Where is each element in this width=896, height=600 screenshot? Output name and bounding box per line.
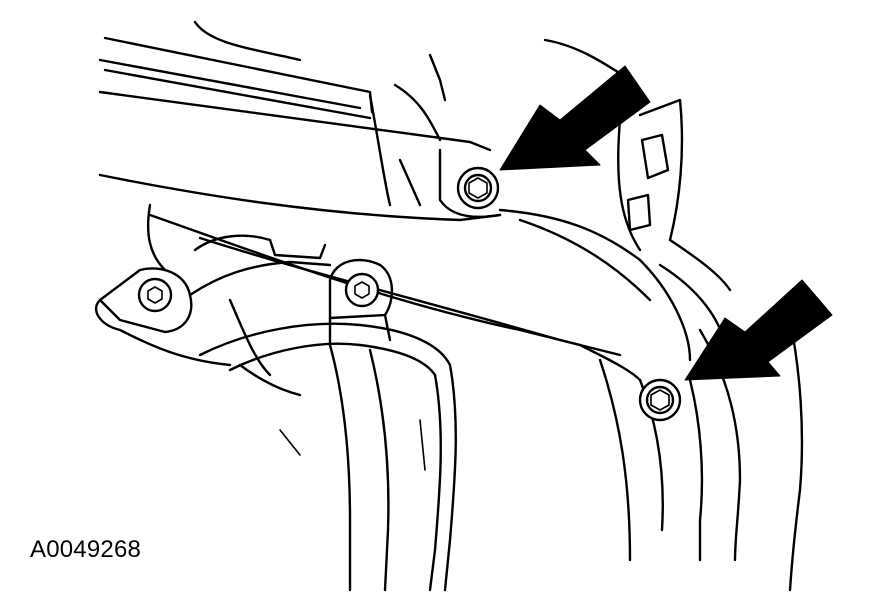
left-bracket xyxy=(94,203,332,377)
lower-bolt xyxy=(638,378,682,422)
upper-rail xyxy=(98,20,492,207)
main-housing xyxy=(98,148,692,382)
center-bolt xyxy=(344,272,380,308)
center-boss xyxy=(328,258,394,347)
left-bolt xyxy=(137,277,173,313)
upper-bolt xyxy=(456,166,500,210)
lower-callout-arrow-icon xyxy=(684,279,833,381)
figure-id-label: A0049268 xyxy=(30,536,142,563)
lower-pan xyxy=(198,322,457,592)
upper-callout-arrow-icon xyxy=(499,65,651,171)
